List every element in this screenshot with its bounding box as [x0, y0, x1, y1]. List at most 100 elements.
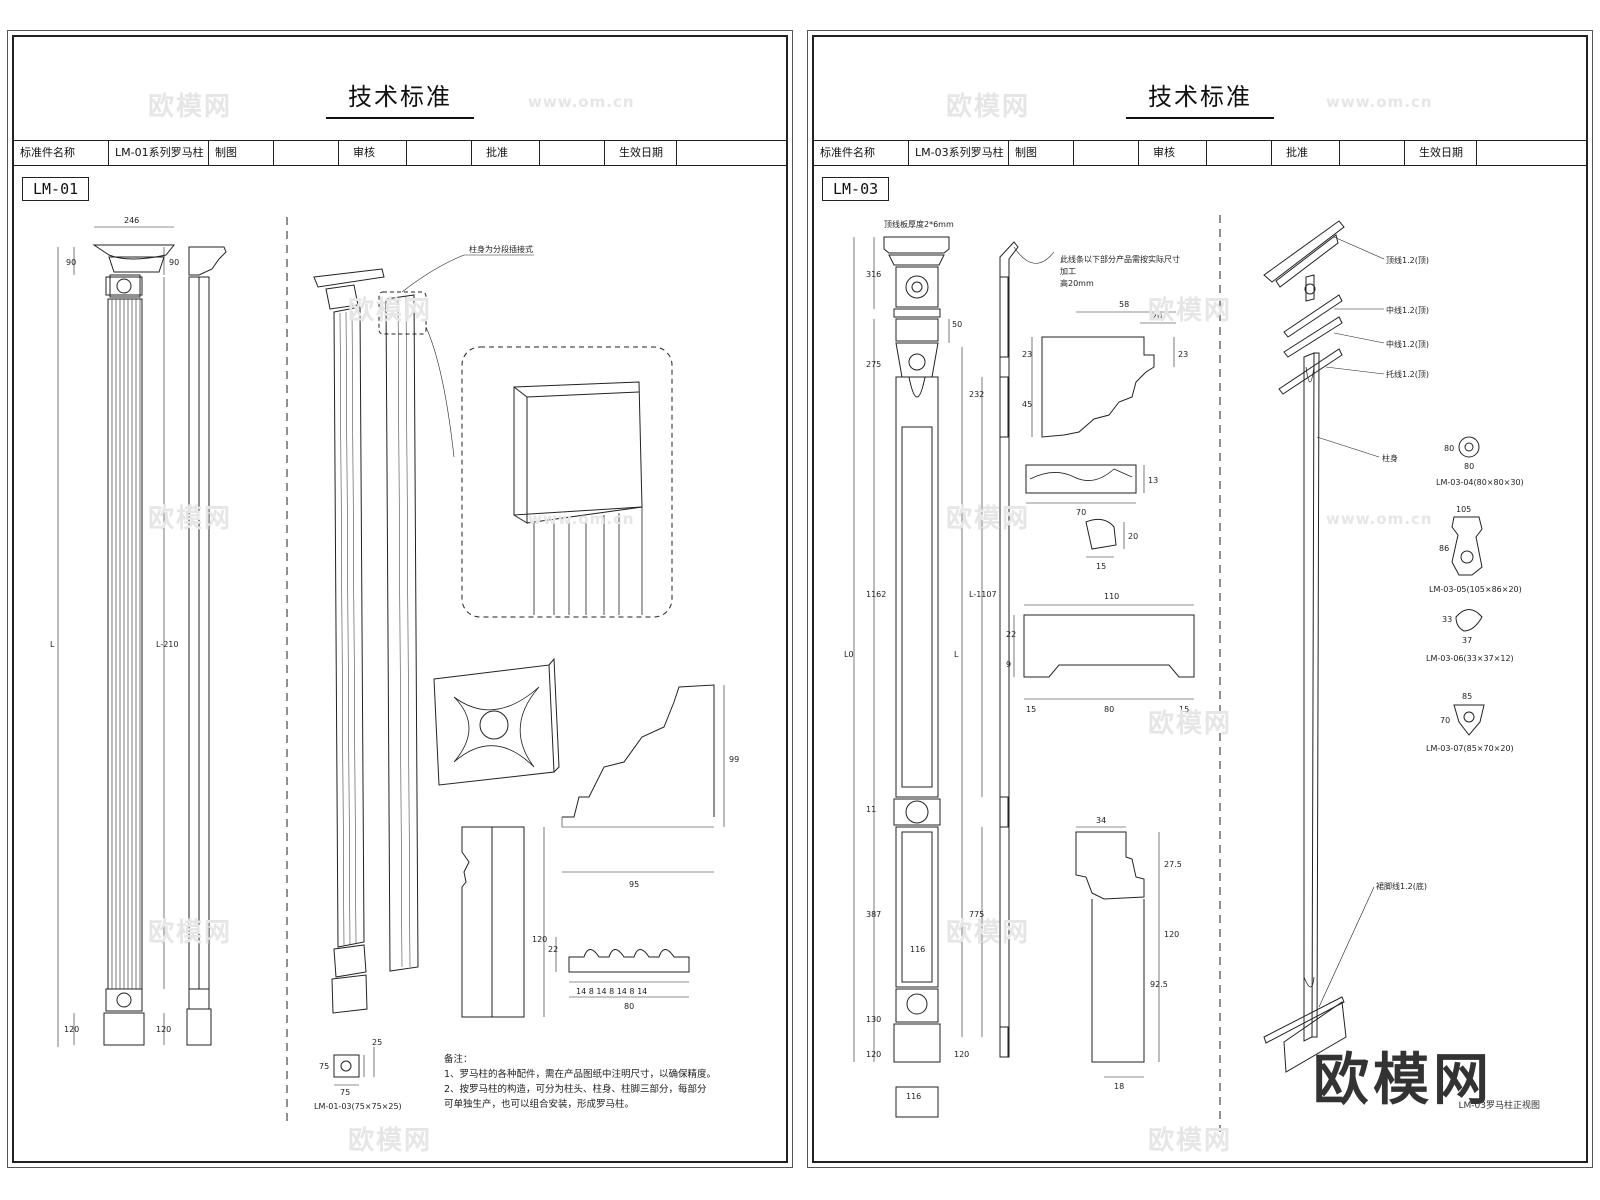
callout-top: 此线条以下部分产品需按实际尺寸	[1060, 254, 1180, 264]
part2-h: 86	[1439, 544, 1449, 553]
dim-base-h: 120	[64, 1025, 79, 1034]
dim-110: 110	[1104, 592, 1119, 601]
label-shaft: 柱身	[1382, 453, 1398, 463]
dim-50: 50	[952, 320, 962, 329]
dim-total: L0	[844, 650, 854, 659]
dim-top: 顶线板厚度2*6mm	[884, 219, 954, 229]
dim-232: 232	[969, 390, 984, 399]
info-cell-value-review	[407, 141, 472, 165]
dim-cap-h: 90	[66, 258, 76, 267]
dim-13: 13	[1148, 476, 1158, 485]
callout-shaft: 柱身为分段插接式	[469, 244, 533, 254]
info-cell-label-name: 标准件名称	[814, 141, 909, 165]
sheet-title: 技术标准	[814, 77, 1586, 119]
callout-top2: 加工	[1060, 266, 1076, 276]
dim-w80: 80	[624, 1002, 634, 1011]
dim-cap-h2: 90	[169, 258, 179, 267]
part4-label: LM-03-07(85×70×20)	[1426, 744, 1514, 753]
dim-23: 23	[1022, 350, 1032, 359]
dim-120b: 120	[954, 1050, 969, 1059]
dim-120c: 120	[1164, 930, 1179, 939]
info-cell-value-draw	[274, 141, 339, 165]
dim-1107: L-1107	[969, 590, 997, 599]
dim-92-5: 92.5	[1150, 980, 1168, 989]
info-cell-label-review: 审核	[1139, 141, 1207, 165]
dim-20b: 20	[1128, 532, 1138, 541]
dim-120: 120	[866, 1050, 881, 1059]
dim-11: 11	[866, 805, 876, 814]
drawing-code: LM-03	[822, 177, 890, 201]
dim-775: 775	[969, 910, 984, 919]
dim-9: 9	[1006, 660, 1011, 669]
part3-h: 33	[1442, 615, 1452, 624]
dim-18: 18	[1114, 1082, 1124, 1091]
part1-h: 80	[1444, 444, 1454, 453]
dim-total: L	[50, 640, 55, 649]
lm01-drawing: 246 90 90 L L-210 120 120 柱身为分段插接式 99 95…	[50, 216, 739, 1127]
dim-sq-h: 75	[319, 1062, 329, 1071]
notes-block: 备注： 1、罗马柱的各种配件，需在产品图纸中注明尺寸，以确保精度。 2、按罗马柱…	[444, 1052, 744, 1112]
sheet-frame: 技术标准 标准件名称 LM-03系列罗马柱 制图 审核 批准 生效日期 LM-0…	[812, 35, 1588, 1163]
info-cell-value-review	[1207, 141, 1272, 165]
dim-shaft: L-210	[156, 640, 178, 649]
lm03-drawing: 顶线板厚度2*6mm 316 50 275 232 1162 L-1107 L0…	[844, 215, 1524, 1132]
part3-label: LM-03-06(33×37×12)	[1426, 654, 1514, 663]
note-line-1: 1、罗马柱的各种配件，需在产品图纸中注明尺寸，以确保精度。	[444, 1069, 717, 1080]
dim-275: 275	[866, 360, 881, 369]
info-cell-label-review: 审核	[339, 141, 407, 165]
dim-w95: 95	[629, 880, 639, 889]
sheet-footer-label: LM-03罗马柱正视图	[1458, 1101, 1540, 1111]
dim-23b: 23	[1178, 350, 1188, 359]
label-skirt-line: 裙脚线1.2(底)	[1376, 881, 1427, 891]
info-cell-value-approve	[1340, 141, 1405, 165]
callout-top3: 高20mm	[1060, 278, 1094, 288]
dim-116b: 116	[906, 1092, 921, 1101]
sheet-title: 技术标准	[14, 77, 786, 119]
dim-70: 70	[1076, 508, 1086, 517]
info-cell-value-approve	[540, 141, 605, 165]
info-cell-label-effective: 生效日期	[1405, 141, 1477, 165]
dim-20: 20	[1152, 312, 1162, 321]
part4-w: 85	[1462, 692, 1472, 701]
dim-80: 80	[1104, 705, 1114, 714]
dim-116: 116	[910, 945, 925, 954]
label-top-line: 顶线1.2(顶)	[1386, 255, 1429, 265]
label-mid-line-2: 中线1.2(顶)	[1386, 339, 1429, 349]
dim-316: 316	[866, 270, 881, 279]
part2-label: LM-03-05(105×86×20)	[1429, 585, 1522, 594]
dim-rib: 14 8 14 8 14 8 14	[576, 987, 647, 996]
dim-130: 130	[866, 1015, 881, 1024]
dim-sq-w: 75	[340, 1088, 350, 1097]
part2-w: 105	[1456, 505, 1471, 514]
info-cell-label-draw: 制图	[1009, 141, 1074, 165]
dim-base-h2: 120	[156, 1025, 171, 1034]
dim-15: 15	[1096, 562, 1106, 571]
part4-h: 70	[1440, 716, 1450, 725]
note-line-2: 2、按罗马柱的构造，可分为柱头、柱身、柱脚三部分，每部分	[444, 1084, 707, 1095]
label-bracket-line: 托线1.2(顶)	[1386, 369, 1429, 379]
note-line-3: 可单独生产，也可以组合安装，形成罗马柱。	[444, 1099, 635, 1110]
dim-34: 34	[1096, 816, 1106, 825]
sheet-frame: 技术标准 标准件名称 LM-01系列罗马柱 制图 审核 批准 生效日期 LM-0…	[12, 35, 788, 1163]
part3-w: 37	[1462, 636, 1472, 645]
dim-h120: 120	[532, 935, 547, 944]
info-cell-label-name: 标准件名称	[14, 141, 109, 165]
info-cell-label-approve: 批准	[472, 141, 540, 165]
dim-h22: 22	[548, 945, 558, 954]
info-cell-value-name: LM-01系列罗马柱	[109, 141, 209, 165]
brand-logo: 欧模网	[1313, 1048, 1493, 1113]
label-mid-line-1: 中线1.2(顶)	[1386, 305, 1429, 315]
info-cell-label-effective: 生效日期	[605, 141, 677, 165]
dim-387: 387	[866, 910, 881, 919]
drawing-sheet-lm01: 技术标准 标准件名称 LM-01系列罗马柱 制图 审核 批准 生效日期 LM-0…	[7, 30, 793, 1168]
label-square: LM-01-03(75×75×25)	[314, 1102, 402, 1111]
dim-22: 22	[1006, 630, 1016, 639]
dim-1162: 1162	[866, 590, 886, 599]
drawing-sheet-lm03: 技术标准 标准件名称 LM-03系列罗马柱 制图 审核 批准 生效日期 LM-0…	[807, 30, 1593, 1168]
info-cell-label-draw: 制图	[209, 141, 274, 165]
dim-58: 58	[1119, 300, 1129, 309]
note-heading: 备注：	[444, 1054, 473, 1065]
part1-label: LM-03-04(80×80×30)	[1436, 478, 1524, 487]
dim-top-width: 246	[124, 216, 139, 225]
title-block-row: 标准件名称 LM-03系列罗马柱 制图 审核 批准 生效日期	[814, 140, 1586, 166]
